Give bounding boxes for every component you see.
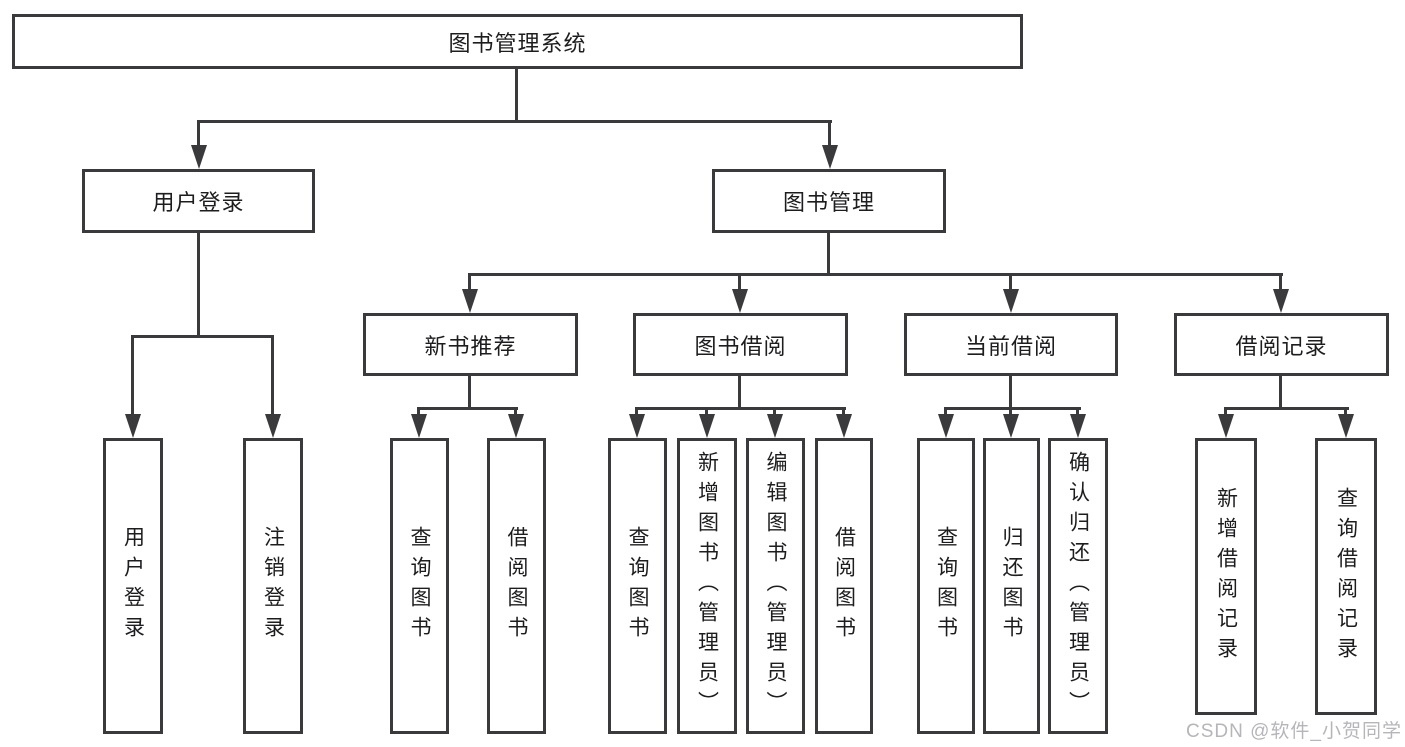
arrow-down-icon bbox=[125, 414, 141, 438]
node-label: 归还图书 bbox=[1000, 526, 1023, 646]
arrow-down-icon bbox=[462, 289, 478, 313]
node-label: 编辑图书（管理员） bbox=[764, 451, 787, 721]
line-segment bbox=[1224, 407, 1349, 410]
line-segment bbox=[828, 123, 831, 149]
node-label: 用户登录 bbox=[152, 190, 245, 215]
node-label: 图书借阅 bbox=[694, 333, 787, 359]
node-edit-books-admin: 编辑图书（管理员） bbox=[746, 438, 805, 734]
line-segment bbox=[738, 276, 741, 292]
node-library-management-system: 图书管理系统 bbox=[12, 14, 1023, 69]
node-add-books-admin: 新增图书（管理员） bbox=[677, 438, 737, 734]
arrow-down-icon bbox=[938, 414, 954, 438]
line-segment bbox=[738, 376, 741, 410]
node-new-book-recommend: 新书推荐 bbox=[363, 313, 578, 376]
node-query-books-recommend: 查询图书 bbox=[390, 438, 449, 734]
node-label: 图书管理 bbox=[782, 190, 875, 215]
arrow-down-icon bbox=[822, 145, 838, 169]
line-segment bbox=[468, 276, 471, 292]
node-return-books: 归还图书 bbox=[983, 438, 1040, 734]
line-segment bbox=[131, 335, 274, 338]
line-segment bbox=[271, 338, 274, 418]
arrow-down-icon bbox=[1338, 414, 1354, 438]
line-segment bbox=[827, 233, 830, 276]
node-user-login: 用户登录 bbox=[82, 169, 315, 233]
arrow-down-icon bbox=[767, 414, 783, 438]
line-segment bbox=[197, 123, 200, 149]
csdn-watermark: CSDN @软件_小贺同学 bbox=[1186, 721, 1402, 742]
arrow-down-icon bbox=[1070, 414, 1086, 438]
node-label: 借阅记录 bbox=[1235, 333, 1328, 359]
node-label: 查询图书 bbox=[626, 526, 649, 646]
node-confirm-return-admin: 确认归还（管理员） bbox=[1048, 438, 1108, 734]
line-segment bbox=[417, 407, 518, 410]
arrow-down-icon bbox=[1003, 414, 1019, 438]
node-book-borrow: 图书借阅 bbox=[633, 313, 848, 376]
arrow-down-icon bbox=[191, 145, 207, 169]
node-borrow-books: 借阅图书 bbox=[815, 438, 873, 734]
node-label: 借阅图书 bbox=[832, 526, 856, 646]
node-label: 确认归还（管理员） bbox=[1066, 451, 1090, 721]
node-label: 查询图书 bbox=[408, 526, 431, 646]
line-segment bbox=[131, 338, 134, 418]
node-label: 查询借阅记录 bbox=[1334, 486, 1358, 667]
node-label: 注销登录 bbox=[261, 526, 285, 646]
arrow-down-icon bbox=[836, 414, 852, 438]
line-segment bbox=[197, 120, 832, 123]
line-segment bbox=[468, 273, 1283, 276]
line-segment bbox=[197, 233, 200, 338]
arrow-down-icon bbox=[732, 289, 748, 313]
arrow-down-icon bbox=[699, 414, 715, 438]
node-label: 图书管理系统 bbox=[448, 30, 587, 56]
arrow-down-icon bbox=[411, 414, 427, 438]
arrow-down-icon bbox=[629, 414, 645, 438]
line-segment bbox=[944, 407, 1081, 410]
line-segment bbox=[1279, 376, 1282, 410]
node-label: 查询图书 bbox=[934, 526, 958, 646]
line-segment bbox=[1279, 276, 1282, 292]
arrow-down-icon bbox=[1273, 289, 1289, 313]
node-logout: 注销登录 bbox=[243, 438, 303, 734]
node-query-books-borrow: 查询图书 bbox=[608, 438, 667, 734]
node-book-management: 图书管理 bbox=[712, 169, 946, 233]
arrow-down-icon bbox=[265, 414, 281, 438]
line-segment bbox=[635, 407, 846, 410]
node-user-login-leaf: 用户登录 bbox=[103, 438, 163, 734]
node-label: 新增图书（管理员） bbox=[695, 451, 719, 721]
line-segment bbox=[468, 376, 471, 410]
node-label: 新书推荐 bbox=[424, 333, 517, 359]
arrow-down-icon bbox=[1003, 289, 1019, 313]
node-label: 用户登录 bbox=[121, 526, 145, 646]
line-segment bbox=[1009, 376, 1012, 410]
node-label: 新增借阅记录 bbox=[1214, 486, 1238, 667]
node-label: 借阅图书 bbox=[505, 526, 528, 646]
node-query-borrow-record: 查询借阅记录 bbox=[1315, 438, 1377, 715]
line-segment bbox=[515, 69, 518, 123]
line-segment bbox=[1009, 276, 1012, 292]
node-query-books-current: 查询图书 bbox=[917, 438, 975, 734]
node-add-borrow-record: 新增借阅记录 bbox=[1195, 438, 1257, 715]
arrow-down-icon bbox=[1218, 414, 1234, 438]
node-borrow-books-recommend: 借阅图书 bbox=[487, 438, 546, 734]
node-borrow-record: 借阅记录 bbox=[1174, 313, 1389, 376]
arrow-down-icon bbox=[508, 414, 524, 438]
node-current-borrow: 当前借阅 bbox=[904, 313, 1118, 376]
node-label: 当前借阅 bbox=[964, 333, 1057, 359]
